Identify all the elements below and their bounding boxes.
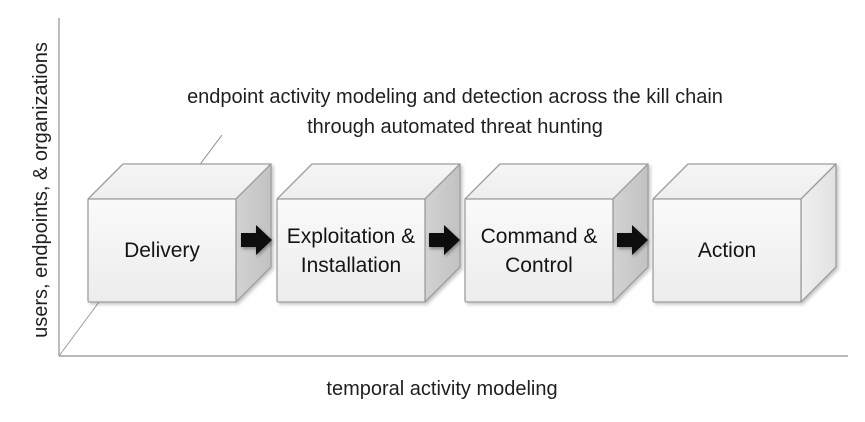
- box-label-command-control: Command & Control: [480, 224, 598, 277]
- caption-line-2: through automated threat hunting: [307, 116, 603, 138]
- box-exploitation-front-face: [276, 198, 426, 303]
- depth-axis-line: [58, 301, 100, 357]
- flow-arrow-icon: [617, 225, 648, 255]
- box-delivery: [87, 163, 272, 303]
- caption: endpoint activity modeling and detection…: [155, 82, 755, 142]
- caption-leader-line: [197, 134, 223, 168]
- box-label-delivery: Delivery: [124, 239, 200, 262]
- flow-arrow-icon: [241, 225, 272, 255]
- box-action: [652, 163, 837, 303]
- box-action-front-face: [652, 198, 802, 303]
- y-axis-label: users, endpoints, & organizations: [30, 42, 52, 338]
- box-label-action: Action: [697, 239, 757, 262]
- flow-arrow-icon: [429, 225, 460, 255]
- box-delivery-front-face: [87, 198, 237, 303]
- box-command-control-front-face: [464, 198, 614, 303]
- caption-line-1: endpoint activity modeling and detection…: [187, 86, 723, 108]
- box-label-exploitation-installation: Exploitation & Installation: [286, 224, 416, 277]
- flow-arrows: [241, 225, 648, 255]
- box-exploitation-installation: [276, 163, 461, 303]
- box-command-control: [464, 163, 649, 303]
- x-axis-label: temporal activity modeling: [326, 378, 558, 400]
